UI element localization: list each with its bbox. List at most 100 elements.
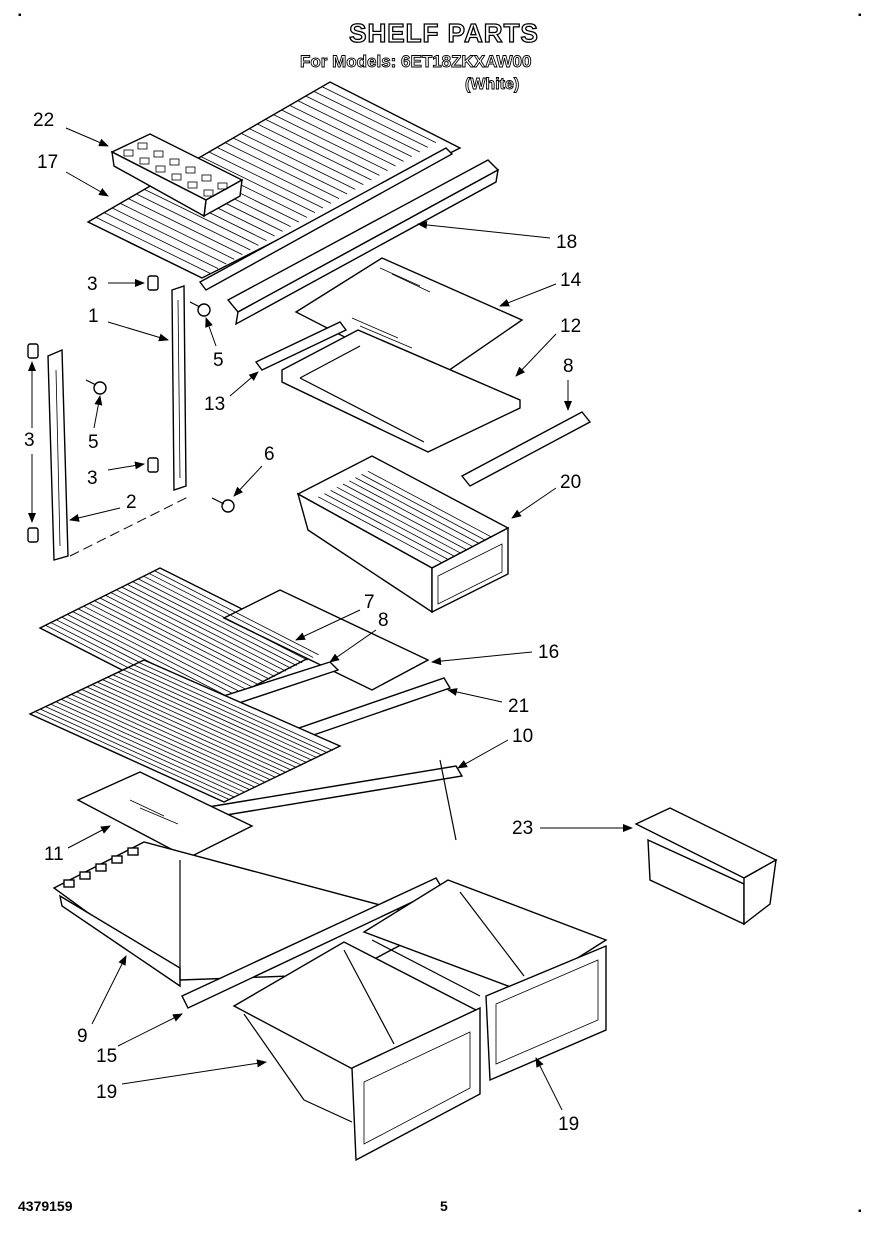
callout-6: 6 — [233, 444, 275, 497]
wire-line — [71, 693, 266, 783]
callout-13: 13 — [204, 371, 259, 415]
wire-line — [200, 156, 316, 214]
wire-line — [233, 137, 348, 195]
shelf-trim-upper — [460, 411, 592, 487]
svg-text:22: 22 — [33, 110, 54, 131]
wire-line — [143, 575, 308, 661]
callout-1: 1 — [88, 306, 169, 342]
callout-10: 10 — [457, 726, 533, 769]
svg-text:18: 18 — [556, 232, 577, 253]
svg-text:6: 6 — [264, 444, 275, 465]
wire-line — [102, 679, 297, 769]
freezer-wire-shelf — [86, 81, 462, 279]
color-variant: (White) — [465, 76, 520, 94]
callout-19-left: 19 — [96, 1059, 267, 1103]
wire-line — [97, 681, 292, 771]
callout-17: 17 — [37, 152, 109, 197]
wire-line — [257, 123, 372, 181]
wire-line — [60, 698, 256, 788]
callout-22: 22 — [33, 110, 109, 147]
wire-line — [55, 701, 251, 791]
wire-line — [318, 496, 443, 564]
wire-line — [81, 689, 276, 778]
wire-line — [342, 483, 468, 551]
ice-cell — [139, 157, 150, 165]
callout-15: 15 — [96, 1013, 183, 1067]
callout-7: 7 — [295, 592, 375, 641]
svg-text:8: 8 — [378, 610, 389, 631]
callout-9: 9 — [77, 955, 127, 1047]
vent-slot — [63, 879, 75, 888]
callout-5-left: 5 — [88, 395, 103, 453]
svg-text:19: 19 — [96, 1082, 117, 1103]
ladder-cap — [147, 275, 159, 291]
wire-line — [72, 611, 237, 696]
vent-slot — [95, 863, 107, 872]
ice-cell — [203, 189, 214, 197]
wire-line — [117, 671, 313, 761]
screw — [211, 497, 235, 513]
wire-line — [45, 706, 240, 796]
ice-cell — [201, 174, 212, 182]
wire-line — [50, 703, 245, 793]
ladder-cap — [27, 343, 39, 359]
wire-line — [289, 104, 404, 162]
svg-text:10: 10 — [512, 726, 533, 747]
wire-line — [88, 603, 254, 688]
freezer-shelf-trim — [226, 159, 500, 326]
models-line: For Models: 6ET18ZKXAW00 — [300, 52, 532, 72]
wire-line — [305, 95, 420, 153]
svg-text:5: 5 — [88, 432, 99, 453]
wire-line — [110, 592, 276, 677]
wire-line — [144, 188, 259, 246]
svg-text:16: 16 — [538, 642, 559, 663]
wire-shelf-lower — [28, 659, 342, 803]
wire-line — [216, 146, 332, 204]
wire-line — [120, 202, 235, 260]
svg-text:8: 8 — [563, 356, 574, 377]
wire-line — [95, 216, 211, 274]
wire-line — [355, 477, 480, 544]
wire-line — [330, 490, 455, 557]
shelf-frame — [281, 329, 521, 453]
ice-cell — [171, 173, 182, 181]
crisper-drawer-left — [232, 941, 481, 1162]
wire-line — [136, 193, 251, 251]
svg-text:21: 21 — [508, 696, 529, 717]
ice-cell — [185, 166, 196, 174]
callout-8-center: 8 — [329, 610, 389, 663]
wire-line — [123, 669, 318, 759]
wire-line — [99, 597, 265, 683]
svg-text:9: 9 — [77, 1026, 88, 1047]
svg-text:3: 3 — [87, 274, 98, 295]
callout-23: 23 — [512, 818, 633, 839]
ice-cell — [169, 158, 180, 166]
wire-line — [224, 142, 340, 200]
ice-cell — [187, 181, 198, 189]
wire-line — [321, 86, 437, 144]
svg-text:14: 14 — [560, 270, 582, 291]
wire-line — [83, 605, 248, 691]
svg-text:20: 20 — [560, 472, 581, 493]
ladder-cap — [27, 527, 39, 543]
shelf-ladder-right — [171, 285, 187, 491]
screw — [85, 379, 107, 395]
glass-shelf-lower — [76, 771, 254, 859]
svg-text:15: 15 — [96, 1046, 117, 1067]
wire-line — [324, 493, 449, 560]
callout-3-left: 3 — [24, 361, 36, 523]
meat-pan — [296, 455, 510, 614]
svg-text:1: 1 — [88, 306, 99, 327]
wire-line — [107, 676, 302, 766]
svg-text:19: 19 — [558, 1114, 579, 1135]
ice-cell — [137, 142, 148, 150]
ice-cell — [123, 149, 134, 157]
wire-line — [94, 600, 259, 686]
wire-line — [133, 664, 328, 754]
svg-text:11: 11 — [44, 844, 64, 865]
svg-text:3: 3 — [87, 468, 98, 489]
ice-cube-tray — [110, 133, 244, 218]
wire-line — [76, 691, 271, 781]
page-title: SHELF PARTS — [349, 17, 539, 48]
